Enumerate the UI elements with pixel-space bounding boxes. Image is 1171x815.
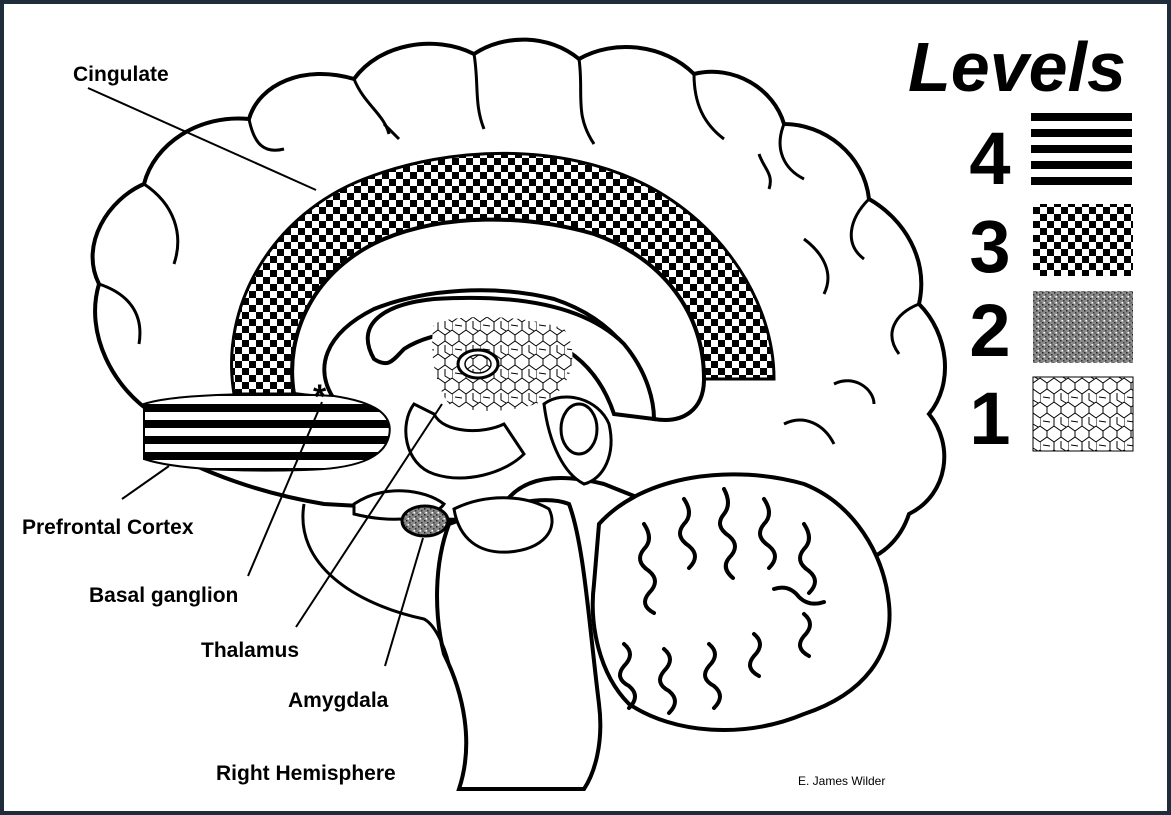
- legend-swatches: [1031, 113, 1133, 451]
- author-credit: E. James Wilder: [798, 774, 885, 788]
- thalamus-nucleus-inner: [465, 355, 491, 373]
- legend-number-1: 1: [960, 382, 1020, 456]
- cerebellum: [593, 474, 890, 730]
- amygdala-region: [402, 506, 448, 536]
- prefrontal-region: [144, 394, 390, 471]
- legend-swatch-level-1: [1033, 377, 1133, 451]
- legend-number-4: 4: [960, 122, 1020, 196]
- legend-number-2: 2: [960, 294, 1020, 368]
- diagram-canvas: Cingulate Prefrontal Cortex Basal gangli…: [4, 4, 1167, 811]
- legend-swatch-level-2: [1033, 291, 1133, 363]
- label-thalamus: Thalamus: [201, 640, 299, 661]
- label-basal-ganglion: Basal ganglion: [89, 585, 238, 606]
- label-amygdala: Amygdala: [288, 690, 388, 711]
- label-cingulate: Cingulate: [73, 64, 169, 85]
- legend-title: Levels: [908, 32, 1126, 102]
- legend-number-3: 3: [960, 210, 1020, 284]
- legend-swatch-level-4: [1031, 113, 1132, 185]
- label-prefrontal-cortex: Prefrontal Cortex: [22, 517, 194, 538]
- legend-swatch-level-3: [1033, 204, 1133, 276]
- thalamus-region: [432, 317, 572, 411]
- basal-ganglion-marker: *: [313, 380, 326, 414]
- label-right-hemisphere: Right Hemisphere: [216, 763, 396, 784]
